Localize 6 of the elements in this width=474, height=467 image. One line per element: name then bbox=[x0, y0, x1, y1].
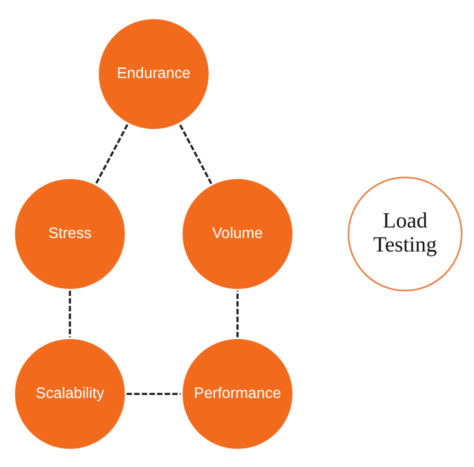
connector bbox=[236, 290, 238, 337]
connector bbox=[68, 290, 71, 337]
connector bbox=[94, 124, 128, 184]
connector bbox=[126, 392, 180, 395]
node-circle: Load Testing bbox=[347, 176, 462, 291]
connector bbox=[178, 124, 212, 184]
